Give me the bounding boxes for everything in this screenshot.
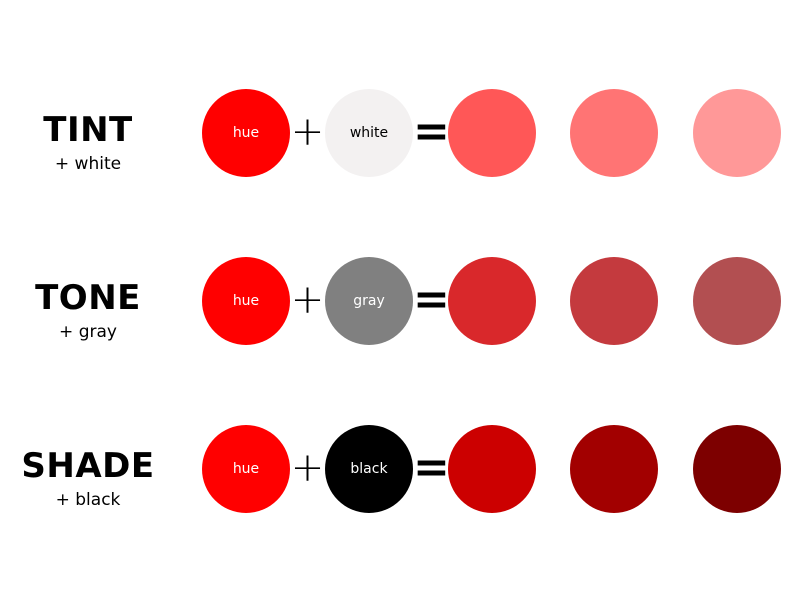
tone-hue-circle: hue <box>202 257 290 345</box>
shade-title: SHADE <box>21 446 155 486</box>
shade-label-block: SHADE + black <box>0 418 176 518</box>
tone-gray-circle: gray <box>325 257 413 345</box>
tone-equals-sign: = <box>413 274 450 325</box>
shade-row: SHADE + black hue + black = <box>0 418 800 518</box>
shade-result-swatch-2 <box>570 425 658 513</box>
shade-subtitle: + black <box>55 490 121 510</box>
tint-row: TINT + white hue + white = <box>0 82 800 182</box>
tint-white-circle: white <box>325 89 413 177</box>
tone-plus-sign: + <box>290 277 325 323</box>
tint-subtitle: + white <box>54 154 122 174</box>
tint-plus-sign: + <box>290 109 325 155</box>
tint-result-swatch-2 <box>570 89 658 177</box>
tint-title: TINT <box>43 110 133 150</box>
shade-plus-sign: + <box>290 445 325 491</box>
tint-equals-sign: = <box>413 106 450 157</box>
tone-subtitle: + gray <box>59 322 117 342</box>
tint-hue-circle: hue <box>202 89 290 177</box>
tone-result-swatch-2 <box>570 257 658 345</box>
tone-label-block: TONE + gray <box>0 250 176 350</box>
tint-label-block: TINT + white <box>0 82 176 182</box>
tone-title: TONE <box>35 278 141 318</box>
tint-result-swatch-1 <box>448 89 536 177</box>
shade-black-circle: black <box>325 425 413 513</box>
tone-result-swatch-3 <box>693 257 781 345</box>
tone-row: TONE + gray hue + gray = <box>0 250 800 350</box>
tone-result-swatch-1 <box>448 257 536 345</box>
shade-result-swatch-1 <box>448 425 536 513</box>
shade-result-swatch-3 <box>693 425 781 513</box>
shade-equals-sign: = <box>413 442 450 493</box>
tint-result-swatch-3 <box>693 89 781 177</box>
shade-hue-circle: hue <box>202 425 290 513</box>
